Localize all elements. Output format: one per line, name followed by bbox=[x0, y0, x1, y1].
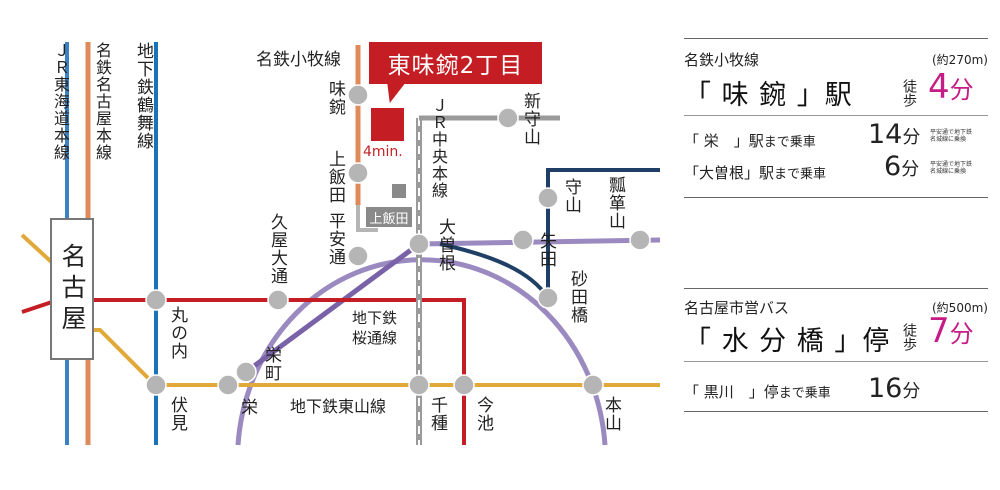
station-marker-sunadabashi[interactable] bbox=[537, 287, 559, 309]
station-marker-kamiiida[interactable] bbox=[347, 162, 369, 184]
panel1-row-ozone-suffix: まで乗車 bbox=[774, 167, 827, 182]
station-label-fushimi: 伏見 bbox=[167, 396, 187, 432]
station-label-chikusa: 千種 bbox=[427, 396, 447, 432]
station-label-sakae-machi: 栄町 bbox=[261, 346, 281, 382]
station-label-heian-dori: 平安通 bbox=[325, 212, 345, 266]
sakuradori-label-2: 桜通線 bbox=[352, 329, 398, 347]
panel2-walk-time: 7分 bbox=[928, 311, 974, 351]
panel1-walk-time: 4分 bbox=[928, 67, 974, 107]
seto-curve bbox=[439, 242, 550, 300]
station-marker-ajiyoshi[interactable] bbox=[347, 84, 369, 106]
access-panel-train: 名鉄小牧線 (約270m) 「 味 鋺 」駅 徒歩 4分 「 栄 」駅まで乗車 … bbox=[684, 38, 988, 199]
panel1-row-sakae-suffix: まで乗車 bbox=[763, 135, 816, 150]
sakuradori-line bbox=[21, 298, 466, 445]
panel2-walk-unit: 分 bbox=[949, 320, 974, 348]
meijo-east-line bbox=[418, 237, 661, 247]
destination-label: 東味鋺2丁目 bbox=[369, 42, 542, 84]
komaki-connector bbox=[356, 205, 378, 232]
station-marker-hisaya-odori[interactable] bbox=[267, 289, 289, 311]
panel2-walk-label: 徒歩 bbox=[901, 323, 917, 351]
route-map: ＪＲ東海道本線 名鉄名古屋本線 地下鉄鶴舞線 名鉄小牧線 ＪＲ中央本線 地下鉄 … bbox=[20, 42, 661, 446]
panel1-line-name: 名鉄小牧線 bbox=[684, 51, 760, 69]
panel1-row-ozone-time: 6分 bbox=[884, 151, 919, 182]
panel2-line-name: 名古屋市営バス bbox=[684, 299, 790, 317]
destination-marker[interactable] bbox=[371, 108, 404, 141]
station-marker-heian-dori[interactable] bbox=[347, 245, 369, 267]
station-marker-fushimi[interactable] bbox=[145, 374, 167, 396]
station-label-sunadabashi: 砂田橋 bbox=[567, 270, 587, 324]
panel1-distance: (約270m) bbox=[932, 53, 988, 67]
jr-tokaido-label: ＪＲ東海道本線 bbox=[51, 42, 70, 161]
station-nagoya[interactable]: 名古屋 bbox=[50, 218, 94, 360]
station-label-shin-moriyama: 新守山 bbox=[520, 92, 540, 146]
station-label-hisaya-odori: 久屋大通 bbox=[267, 213, 287, 285]
panel1-row-ozone-num: 6 bbox=[884, 151, 902, 182]
panel1-row-sakae-unit: 分 bbox=[902, 127, 921, 148]
panel2-row-kurokawa-num: 16 bbox=[868, 373, 903, 404]
destination-time: 4min. bbox=[363, 144, 403, 160]
station-marker-sakae[interactable] bbox=[217, 374, 239, 396]
jr-chuo-label: ＪＲ中央本線 bbox=[429, 97, 448, 199]
panel2-row-kurokawa-unit: 分 bbox=[902, 381, 921, 402]
panel1-row-sakae: 「 栄 」駅まで乗車 bbox=[684, 130, 816, 151]
station-marker-shin-moriyama[interactable] bbox=[497, 107, 519, 129]
kamiiida-marker bbox=[392, 184, 406, 198]
panel1-row-ozone: 「大曽根」駅まで乗車 bbox=[684, 162, 826, 183]
station-label-ozone: 大曽根 bbox=[435, 218, 455, 272]
seto-line bbox=[546, 168, 660, 300]
station-marker-marunouchi[interactable] bbox=[145, 289, 167, 311]
meitetsu-komaki-label: 名鉄小牧線 bbox=[256, 50, 341, 70]
station-markers bbox=[145, 84, 651, 396]
station-marker-imaike[interactable] bbox=[453, 374, 475, 396]
panel1-row-sakae-name: 「 栄 」駅 bbox=[684, 132, 764, 150]
station-label-kamiiida: 上飯田 bbox=[325, 150, 345, 204]
kamiiida-line bbox=[244, 241, 421, 375]
panel2-row-kurokawa-suffix: まで乗車 bbox=[778, 386, 831, 401]
panel2-distance: (約500m) bbox=[932, 301, 988, 315]
panel1-walk-unit: 分 bbox=[949, 76, 974, 104]
panel1-bottom-rule bbox=[684, 197, 988, 198]
panel2-row-kurokawa: 「 黒川 」停まで乗車 bbox=[684, 381, 831, 402]
meitetsu-nagoya-label: 名鉄名古屋本線 bbox=[93, 42, 112, 161]
kamiiida-tag: 上飯田 bbox=[366, 207, 412, 227]
panel1-station: 「 味 鋺 」駅 bbox=[684, 80, 853, 111]
route-lines bbox=[20, 42, 661, 446]
panel1-row-ozone-name: 「大曽根」駅 bbox=[684, 164, 775, 182]
station-label-imaike: 今池 bbox=[473, 396, 493, 432]
panel1-row-sakae-num: 14 bbox=[868, 119, 903, 150]
panel1-row-sakae-note: 平安通で地下鉄名城線に乗換 bbox=[930, 129, 973, 143]
station-marker-moriyama[interactable] bbox=[537, 187, 559, 209]
panel1-row-sakae-time: 14分 bbox=[868, 119, 920, 150]
access-panel-bus: 名古屋市営バス (約500m) 「 水 分 橋 」停 徒歩 7分 「 黒川 」停… bbox=[684, 288, 988, 414]
station-label-yada: 矢田 bbox=[536, 232, 556, 268]
panel1-row-ozone-note: 平安通で地下鉄名城線に乗換 bbox=[930, 161, 973, 175]
panel2-walk-num: 7 bbox=[928, 311, 950, 351]
station-label-marunouchi: 丸の内 bbox=[167, 306, 187, 360]
panel2-divider bbox=[684, 361, 988, 362]
station-marker-ozone[interactable] bbox=[408, 233, 430, 255]
station-label-ajiyoshi: 味鋺 bbox=[325, 80, 345, 116]
station-label-moriyama: 守山 bbox=[561, 178, 581, 214]
panel1-row-ozone-unit: 分 bbox=[901, 159, 920, 180]
station-marker-chikusa[interactable] bbox=[408, 374, 430, 396]
panel2-station: 「 水 分 橋 」停 bbox=[684, 326, 891, 357]
tsurumai-label: 地下鉄鶴舞線 bbox=[133, 42, 153, 150]
sakuradori-label-1: 地下鉄 bbox=[352, 309, 398, 327]
panel1-walk-label: 徒歩 bbox=[901, 79, 917, 107]
station-marker-sakae-machi[interactable] bbox=[235, 361, 257, 383]
higashiyama-label: 地下鉄東山線 bbox=[290, 397, 387, 416]
station-marker-hyotanyama[interactable] bbox=[629, 229, 651, 251]
station-label-hyotanyama: 瓢箪山 bbox=[605, 176, 625, 230]
panel2-bottom-rule bbox=[684, 411, 988, 412]
panel2-row-kurokawa-name: 「 黒川 」停 bbox=[684, 383, 779, 401]
panel1-walk-num: 4 bbox=[928, 67, 950, 107]
panel1-divider bbox=[684, 115, 988, 116]
station-label-sakae: 栄 bbox=[237, 398, 257, 416]
sakuradori-label: 地下鉄 桜通線 bbox=[352, 308, 397, 348]
station-marker-yada[interactable] bbox=[512, 229, 534, 251]
station-label-motoyama: 本山 bbox=[601, 396, 621, 432]
panel2-row-kurokawa-time: 16分 bbox=[868, 373, 920, 404]
station-marker-motoyama[interactable] bbox=[582, 374, 604, 396]
